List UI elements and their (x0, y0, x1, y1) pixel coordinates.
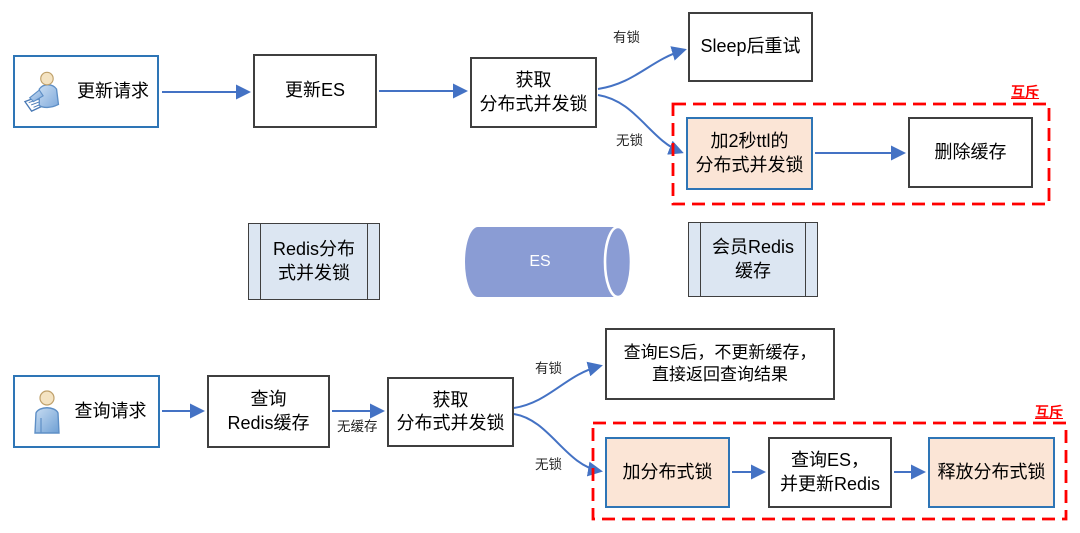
query-redis-node: 查询 Redis缓存 (207, 375, 330, 448)
no-lock-label-bottom: 无锁 (535, 457, 562, 472)
member-redis-cache-label: 会员Redis 缓存 (711, 237, 795, 281)
update-request-node: 更新请求 (13, 55, 159, 128)
mutex-label-top: 互斥 (1011, 84, 1039, 100)
sleep-retry-node: Sleep后重试 (688, 12, 813, 82)
delete-cache-label: 删除缓存 (934, 141, 1007, 162)
update-request-label: 更新请求 (77, 80, 149, 101)
standing-user-icon (27, 388, 67, 436)
mutex-label-bottom: 互斥 (1035, 404, 1063, 420)
add-ttl-lock-label: 加2秒ttl的 分布式并发锁 (695, 131, 804, 175)
query-es-update-redis-label: 查询ES， 并更新Redis (779, 450, 881, 494)
acquire-lock-bottom-label: 获取 分布式并发锁 (396, 389, 505, 433)
no-lock-label-top: 无锁 (616, 133, 643, 148)
add-lock-label: 加分布式锁 (622, 461, 713, 482)
es-cylinder: ES (462, 225, 634, 299)
acquire-lock-bottom-node: 获取 分布式并发锁 (387, 377, 514, 447)
acquire-lock-top-node: 获取 分布式并发锁 (470, 57, 597, 128)
query-request-node: 查询请求 (13, 375, 160, 448)
has-lock-label-top: 有锁 (613, 30, 640, 45)
update-es-label: 更新ES (284, 80, 345, 101)
delete-cache-node: 删除缓存 (908, 117, 1033, 188)
acquire-lock-top-label: 获取 分布式并发锁 (479, 70, 588, 114)
query-es-no-update-label: 查询ES后，不更新缓存， 直接返回查询结果 (623, 342, 817, 384)
add-ttl-lock-node: 加2秒ttl的 分布式并发锁 (686, 117, 813, 190)
add-lock-node: 加分布式锁 (605, 437, 730, 508)
es-cylinder-label: ES (529, 253, 551, 270)
redis-lock-store-node: Redis分布 式并发锁 (248, 223, 380, 300)
arrow-has-lock-to-sleep-retry (597, 46, 687, 90)
typing-user-icon (23, 69, 69, 115)
release-lock-node: 释放分布式锁 (928, 437, 1055, 508)
query-es-no-update-node: 查询ES后，不更新缓存， 直接返回查询结果 (605, 328, 835, 400)
sleep-retry-label: Sleep后重试 (700, 36, 801, 57)
release-lock-label: 释放分布式锁 (937, 461, 1046, 482)
query-request-label: 查询请求 (74, 400, 147, 421)
subroutine-bar (805, 223, 806, 296)
member-redis-cache-node: 会员Redis 缓存 (688, 222, 818, 297)
no-cache-label: 无缓存 (337, 419, 378, 434)
redis-lock-store-label: Redis分布 式并发锁 (272, 239, 356, 283)
subroutine-bar (367, 224, 368, 299)
update-es-node: 更新ES (253, 54, 377, 128)
has-lock-label-bottom: 有锁 (535, 361, 562, 376)
query-redis-label: 查询 Redis缓存 (227, 389, 310, 433)
subroutine-bar (260, 224, 261, 299)
subroutine-bar (700, 223, 701, 296)
query-es-update-redis-node: 查询ES， 并更新Redis (768, 437, 892, 508)
